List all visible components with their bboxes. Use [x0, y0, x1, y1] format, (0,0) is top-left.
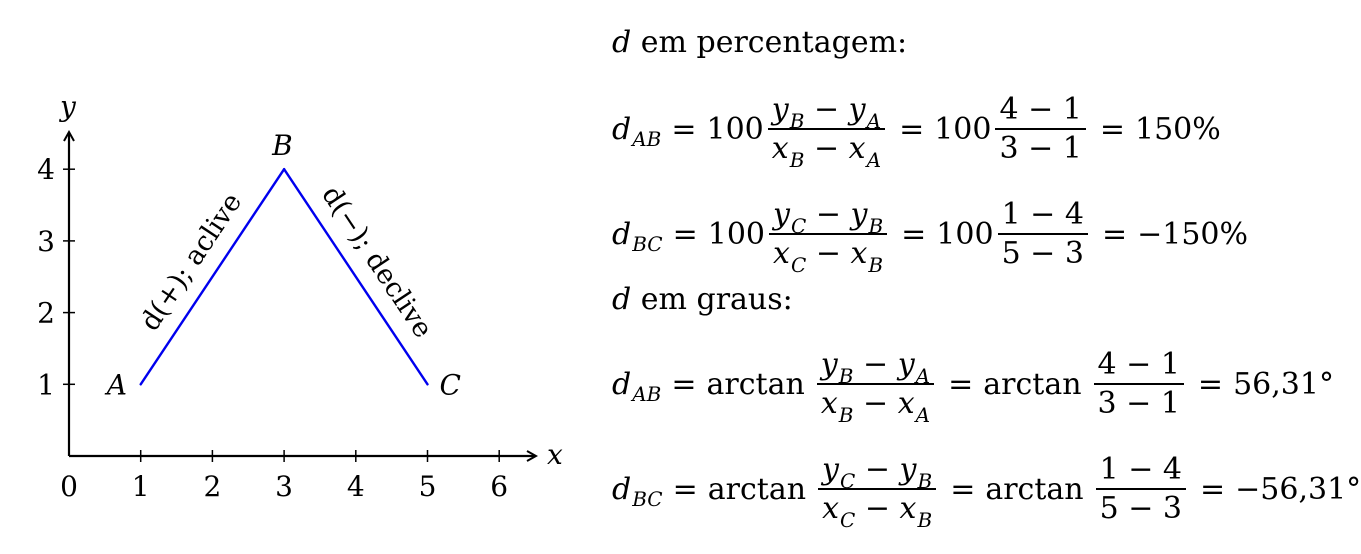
heading-pct-text: em percentagem:: [640, 25, 908, 60]
x-tick-label: 3: [275, 470, 293, 503]
segment-BC: [282, 167, 429, 386]
point-label-A: A: [104, 368, 127, 401]
fraction-numeric-bc: 1 − 4 5 − 3: [997, 200, 1088, 269]
result-deg-ab: 56,31°: [1233, 366, 1334, 402]
fraction-general-deg-ab: yB − yA xB − xA: [816, 350, 935, 425]
x-tick-label: 6: [490, 470, 508, 503]
x-tick-label: 1: [132, 470, 150, 503]
y-axis-label: y: [58, 90, 77, 123]
eq-factor: 100: [706, 111, 764, 147]
fraction-general-ab: yB − yA xB − xA: [767, 95, 886, 170]
fraction-general-deg-bc: yC − yB xC − xB: [818, 455, 937, 530]
x-tick-label: 5: [419, 470, 437, 503]
segment-label-BC: d(−); declive: [315, 180, 438, 343]
fraction-numeric-deg-bc: 1 − 4 5 − 3: [1095, 455, 1187, 524]
heading-percentage: d em percentagem:: [612, 28, 907, 58]
result-deg-bc: −56,31°: [1235, 471, 1361, 507]
point-label-B: B: [271, 129, 293, 162]
result-pct-ab: 150%: [1135, 111, 1221, 147]
heading-deg-text: em graus:: [640, 282, 793, 317]
eq-var: d: [612, 111, 632, 147]
fraction-numeric-ab: 4 − 1 3 − 1: [995, 95, 1086, 164]
y-tick-label: 4: [37, 153, 55, 186]
heading-pct-var: d: [612, 25, 632, 60]
fraction-general-bc: yC − yB xC − xB: [769, 200, 888, 275]
segment-AB: [139, 167, 286, 386]
y-tick-label: 2: [37, 297, 55, 330]
heading-degrees: d em graus:: [612, 285, 793, 315]
result-pct-bc: −150%: [1137, 216, 1248, 252]
eq-sign: =: [671, 111, 697, 147]
y-tick-label: 1: [37, 368, 55, 401]
x-tick-label: 4: [347, 470, 365, 503]
segment-label-AB: d(+); aclive: [135, 188, 249, 337]
fraction-numeric-deg-ab: 4 − 1 3 − 1: [1093, 350, 1184, 419]
x-axis-label: x: [547, 438, 563, 471]
y-tick-label: 3: [37, 225, 55, 258]
slope-diagram: x y 0 1 2 3 4 5 6 1 2 3 4 d(+); aclive d(−); declive…: [37, 90, 563, 503]
x-tick-label: 2: [203, 470, 221, 503]
point-label-C: C: [440, 368, 461, 401]
x-tick-label: 0: [60, 470, 78, 503]
eq-sub: AB: [632, 126, 662, 151]
heading-deg-var: d: [612, 282, 632, 317]
